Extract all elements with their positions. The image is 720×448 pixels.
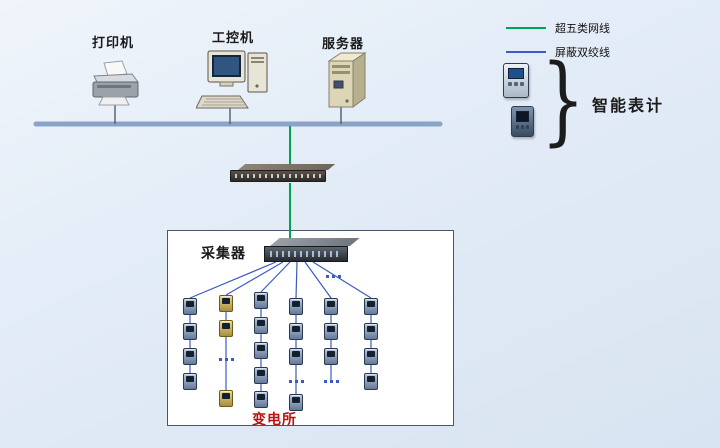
cat5-line-swatch (506, 27, 546, 29)
collector-icon (264, 238, 360, 264)
stp-line-swatch (506, 51, 546, 53)
meter-icon (183, 373, 197, 390)
printer-icon (92, 60, 139, 106)
meter-icon (183, 298, 197, 315)
curly-brace: } (541, 44, 585, 156)
meter-icon (289, 394, 303, 411)
legend-label: 屏蔽双绞线 (555, 47, 610, 59)
meter-buttons (508, 82, 524, 86)
smart-meter-icon (503, 63, 529, 98)
meter-icon (219, 320, 233, 337)
meter-icon (219, 295, 233, 312)
meter-icon (364, 373, 378, 390)
meter-icon (324, 348, 338, 365)
ethernet-switch-icon (230, 164, 336, 184)
printer-label: 打印机 (92, 35, 135, 50)
ellipsis-dots (324, 380, 339, 383)
meter-icon (364, 323, 378, 340)
legend: 超五类网线 屏蔽双绞线 (506, 20, 610, 60)
industrial-pc-icon (196, 50, 268, 109)
ipc-label: 工控机 (212, 30, 255, 45)
legend-item-stp: 屏蔽双绞线 (506, 44, 610, 60)
meter-icon (324, 323, 338, 340)
meter-icon (289, 298, 303, 315)
meter-icon (289, 323, 303, 340)
meter-icon (364, 298, 378, 315)
ellipsis-dots (289, 380, 304, 383)
meter-icon (254, 317, 268, 334)
meter-icon (254, 342, 268, 359)
meter-icon (254, 367, 268, 384)
meter-buttons (516, 125, 529, 129)
meter-screen (516, 111, 529, 122)
meter-icon (289, 348, 303, 365)
meter-icon (364, 348, 378, 365)
server-label: 服务器 (322, 36, 365, 51)
smart-meter-icon (511, 106, 534, 137)
ellipsis-dots (326, 275, 341, 278)
ellipsis-dots (219, 358, 234, 361)
meter-icon (219, 390, 233, 407)
legend-label: 超五类网线 (555, 23, 610, 35)
server-icon (327, 52, 367, 108)
smart-meters-label: 智能表计 (592, 98, 665, 115)
meter-screen (508, 68, 524, 79)
meter-icon (183, 348, 197, 365)
meter-icon (254, 391, 268, 408)
meter-icon (324, 298, 338, 315)
legend-item-cat5: 超五类网线 (506, 20, 610, 36)
meter-icon (254, 292, 268, 309)
meter-icon (183, 323, 197, 340)
collector-label: 采集器 (201, 245, 246, 261)
substation-label: 变电所 (252, 411, 297, 427)
